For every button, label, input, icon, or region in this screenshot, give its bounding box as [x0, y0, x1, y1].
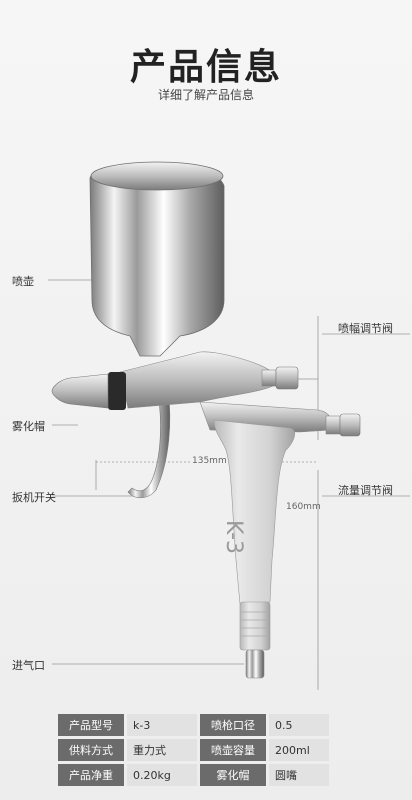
spec-key: 喷枪口径: [200, 714, 266, 736]
spray-cap-ring: [108, 372, 126, 410]
air-inlet-connector: [239, 601, 271, 651]
spec-row: 产品净重 0.20kg 雾化帽 圆嘴: [58, 764, 329, 786]
spec-key: 喷壶容量: [200, 739, 266, 761]
flow-valve-stem: [325, 415, 341, 435]
dimension-width: 135mm: [192, 456, 227, 466]
spec-key: 雾化帽: [200, 764, 266, 786]
label-air-inlet: 进气口: [12, 659, 45, 672]
air-inlet-nipple: [245, 649, 265, 679]
trigger: [127, 389, 171, 499]
label-fan-valve: 喷幅调节阀: [338, 322, 393, 335]
fan-valve-stem: [261, 369, 277, 387]
spec-row: 供料方式 重力式 喷壶容量 200ml: [58, 739, 329, 761]
air-inlet-ribs: [241, 611, 269, 637]
spec-value: 圆嘴: [269, 764, 329, 786]
gun-body-top: [119, 351, 276, 409]
spec-row: 产品型号 k-3 喷枪口径 0.5: [58, 714, 329, 736]
fan-valve-knob: [275, 366, 299, 390]
flow-valve-knob: [339, 413, 361, 437]
callout-lines: [48, 279, 410, 690]
page-title: 产品信息: [129, 47, 282, 88]
label-pot: 喷壶: [12, 275, 34, 288]
spec-table: 产品型号 k-3 喷枪口径 0.5 供料方式 重力式 喷壶容量 200ml 产品…: [55, 711, 332, 789]
spec-value: k-3: [127, 714, 197, 736]
paint-cup: [89, 163, 225, 357]
gun-handle: [213, 419, 296, 605]
label-trigger: 扳机开关: [12, 491, 56, 504]
spec-value: 0.20kg: [127, 764, 197, 786]
spec-key: 供料方式: [58, 739, 124, 761]
dimension-height: 160mm: [286, 502, 321, 512]
spec-value: 重力式: [127, 739, 197, 761]
spec-value: 0.5: [269, 714, 329, 736]
page-subtitle: 详细了解产品信息: [157, 88, 254, 102]
label-flow-valve: 流量调节阀: [338, 484, 393, 497]
spec-key: 产品型号: [58, 714, 124, 736]
gun-marking: K-3: [221, 520, 246, 555]
spec-key: 产品净重: [58, 764, 124, 786]
label-spray-cap: 雾化帽: [12, 420, 45, 433]
spray-cap: [51, 373, 109, 409]
paint-cup-lid: [90, 161, 224, 191]
spec-value: 200ml: [269, 739, 329, 761]
